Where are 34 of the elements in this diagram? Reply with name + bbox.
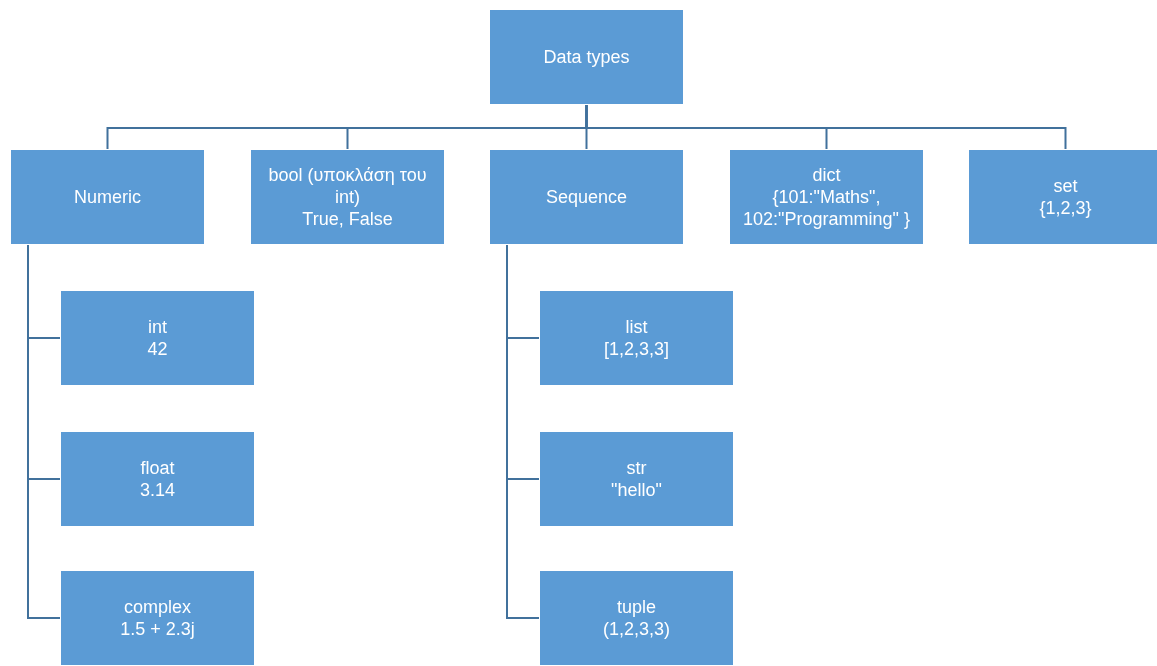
type-name: dict — [812, 164, 841, 186]
type-box — [539, 290, 734, 386]
type-name: list — [625, 316, 648, 338]
type-example: "hello" — [611, 479, 662, 501]
type-name: set — [1053, 175, 1078, 197]
type-example: (1,2,3,3) — [602, 618, 670, 640]
type-example: True, False — [302, 208, 393, 230]
connector-line — [585, 104, 1067, 150]
type-example: 1.5 + 2.3j — [120, 618, 195, 640]
type-example: 42 — [147, 338, 168, 360]
type-box — [10, 149, 205, 245]
type-box — [539, 431, 734, 527]
type-name: str — [626, 457, 647, 479]
type-name: complex — [124, 596, 191, 618]
type-name: Data types — [543, 46, 630, 68]
type-box — [539, 570, 734, 666]
type-box — [968, 149, 1157, 245]
type-box — [60, 570, 255, 666]
type-example: {101:"Maths", 102:"Programming" } — [742, 186, 911, 230]
type-name: tuple — [616, 596, 656, 618]
type-example: [1,2,3,3] — [603, 338, 670, 360]
type-name: Numeric — [74, 186, 141, 208]
type-example: 3.14 — [139, 479, 175, 501]
type-box — [489, 9, 684, 105]
type-name: float — [140, 457, 175, 479]
type-name: bool (υποκλάση του int) — [267, 164, 428, 208]
type-box — [729, 149, 924, 245]
type-name: Sequence — [545, 186, 628, 208]
type-box — [489, 149, 684, 245]
type-name: int — [148, 316, 167, 338]
type-example: {1,2,3} — [1039, 197, 1092, 219]
type-box — [60, 290, 255, 386]
type-box — [250, 149, 445, 245]
type-box — [60, 431, 255, 527]
